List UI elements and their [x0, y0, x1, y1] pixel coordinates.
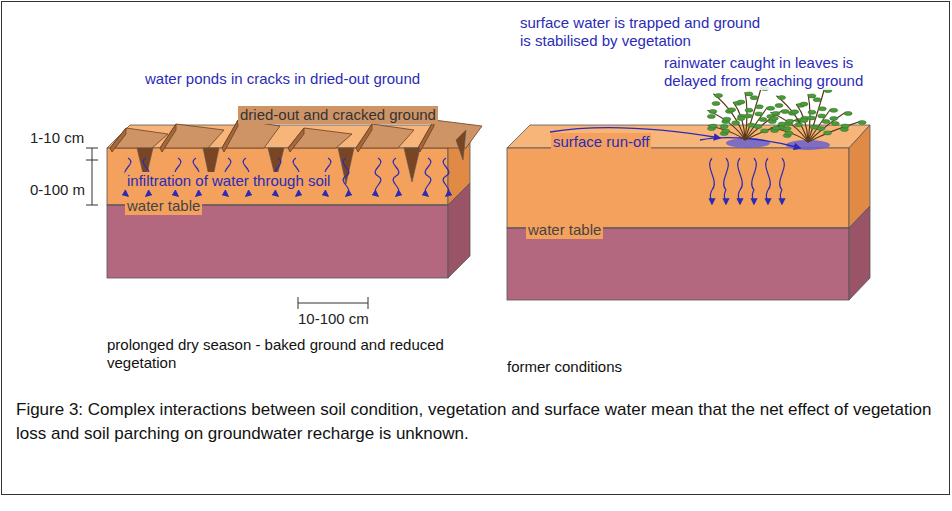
- leaf: [722, 129, 730, 133]
- leaf: [755, 112, 763, 116]
- former-block: [507, 87, 870, 301]
- leaf: [707, 114, 715, 118]
- leaf: [772, 126, 780, 130]
- leaf: [775, 104, 783, 108]
- leaf: [772, 111, 780, 115]
- leaf: [770, 116, 778, 120]
- annotation-label: 1-10 cm: [30, 129, 84, 147]
- annotation-label: water ponds in cracks in dried-out groun…: [145, 70, 420, 88]
- leaf: [800, 102, 808, 106]
- leaf: [841, 124, 849, 128]
- leaf: [818, 114, 826, 118]
- recharge-arrow: [738, 158, 743, 204]
- annotation-label: former conditions: [507, 358, 622, 376]
- leaf: [800, 118, 808, 122]
- soil-tile-side: [110, 128, 126, 152]
- leaf: [785, 131, 793, 135]
- dry-block: [107, 120, 482, 278]
- soil-tile-side: [356, 124, 372, 152]
- annotation-label: 10-100 cm: [298, 310, 369, 328]
- leaf: [767, 106, 775, 110]
- soil-tile-side: [418, 120, 434, 152]
- leaf: [830, 108, 838, 112]
- bush-branch: [745, 120, 797, 140]
- bush-branch: [776, 96, 808, 142]
- leaf: [709, 109, 717, 113]
- recharge-arrow: [724, 158, 729, 204]
- leaf: [737, 100, 745, 104]
- annotation-label: water table: [526, 221, 603, 239]
- infiltration-arrow: [393, 158, 399, 196]
- leaf: [783, 127, 791, 131]
- leaf: [732, 121, 740, 125]
- leaf: [778, 96, 786, 100]
- figure-caption: Figure 3: Complex interactions between s…: [16, 398, 934, 446]
- leaf: [830, 116, 838, 120]
- leaf: [807, 116, 815, 120]
- soil-tile-side: [222, 120, 238, 152]
- annotation-label: surface run-off: [551, 133, 651, 151]
- recharge-arrow: [710, 158, 715, 204]
- annotation-label: water table: [125, 197, 202, 215]
- leaf: [745, 92, 753, 96]
- leaf: [759, 118, 767, 122]
- recharge-arrow: [780, 158, 785, 204]
- leaf: [808, 110, 816, 114]
- recharge-arrow: [752, 158, 757, 204]
- annotation-label: prolonged dry season - baked ground and …: [107, 336, 487, 372]
- recharge-arrow: [766, 158, 771, 204]
- leaf: [813, 98, 821, 102]
- leaf: [761, 129, 769, 133]
- annotation-label: surface water is trapped and ground is s…: [520, 14, 770, 50]
- infiltration-arrow: [443, 158, 449, 196]
- leaf: [755, 105, 763, 109]
- leaf: [720, 125, 728, 129]
- leaf: [737, 116, 745, 120]
- leaf: [858, 121, 866, 125]
- bush-branch: [713, 94, 745, 140]
- leaf: [791, 110, 799, 114]
- annotation-label: dried-out and cracked ground: [238, 106, 438, 124]
- annotation-label: 0-100 m: [30, 181, 85, 199]
- leaf: [786, 119, 794, 123]
- bush-branch: [808, 122, 860, 142]
- annotation-label: infiltration of water through soil: [125, 172, 332, 190]
- leaf: [745, 108, 753, 112]
- leaf: [712, 102, 720, 106]
- leaf: [744, 114, 752, 118]
- bush-branch: [745, 110, 783, 140]
- annotation-label: rainwater caught in leaves is delayed fr…: [662, 54, 896, 90]
- infiltration-arrow: [425, 158, 431, 196]
- leaf: [808, 94, 816, 98]
- leaf: [723, 117, 731, 121]
- leaf: [824, 131, 832, 135]
- leaf: [795, 123, 803, 127]
- soil-tile-side: [288, 128, 304, 152]
- leaf: [728, 108, 736, 112]
- leaf: [817, 127, 825, 131]
- infiltration-arrow: [375, 158, 381, 196]
- soil-tile-side: [160, 124, 176, 152]
- leaf: [822, 120, 830, 124]
- leaf: [844, 111, 852, 115]
- leaf: [818, 107, 826, 111]
- infiltration-arrow: [343, 158, 349, 196]
- leaf: [715, 94, 723, 98]
- leaf: [750, 96, 758, 100]
- leaf: [709, 124, 717, 128]
- frame: [2, 2, 950, 495]
- leaf: [754, 125, 762, 129]
- dimension-bracket: [86, 148, 368, 309]
- bush-branch: [808, 112, 846, 142]
- leaf: [831, 122, 839, 126]
- leaf: [781, 109, 789, 113]
